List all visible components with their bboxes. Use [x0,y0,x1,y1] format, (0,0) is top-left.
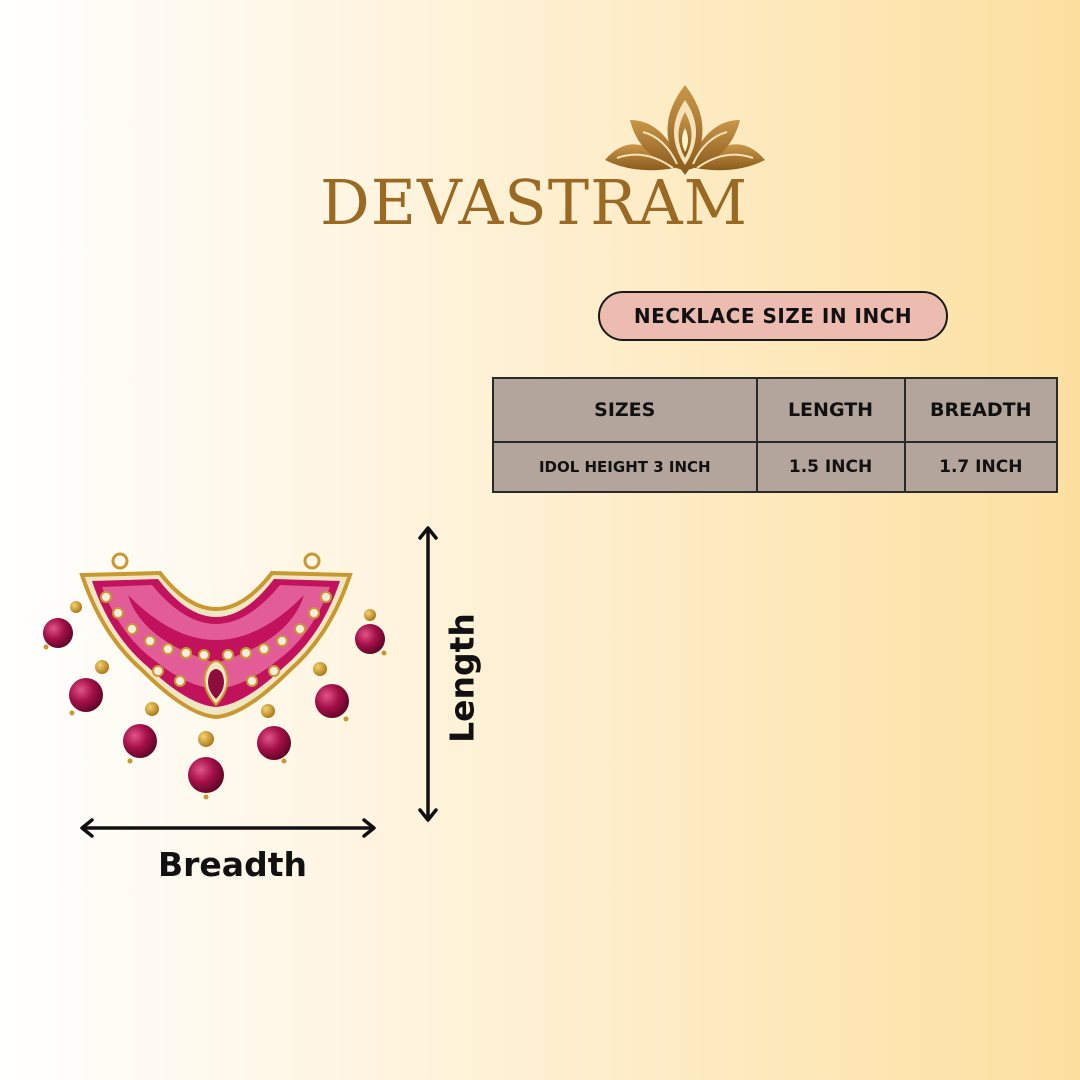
lotus-logo-icon [605,85,765,175]
table-cell: 1.7 INCH [903,441,1059,493]
table-header: SIZES [492,377,758,443]
brand-name: DEVASTRAM [320,166,749,239]
brand-logo: DEVASTRAM [310,80,780,250]
pendant-image [43,552,387,800]
table-cell: 1.5 INCH [755,441,906,493]
size-panel-title: NECKLACE SIZE IN INCH [598,291,948,341]
table-cell: IDOL HEIGHT 3 INCH [492,441,758,493]
size-table: SIZES LENGTH BREADTH IDOL HEIGHT 3 INCH … [492,377,1059,493]
breadth-label: Breadth [158,845,307,884]
double-arrow-horizontal-icon [80,818,376,838]
double-arrow-vertical-icon [418,526,438,822]
length-label: Length [442,613,482,743]
table-row: IDOL HEIGHT 3 INCH 1.5 INCH 1.7 INCH [492,441,1059,493]
table-header: LENGTH [755,377,906,443]
table-header-row: SIZES LENGTH BREADTH [492,377,1059,443]
table-header: BREADTH [903,377,1059,443]
